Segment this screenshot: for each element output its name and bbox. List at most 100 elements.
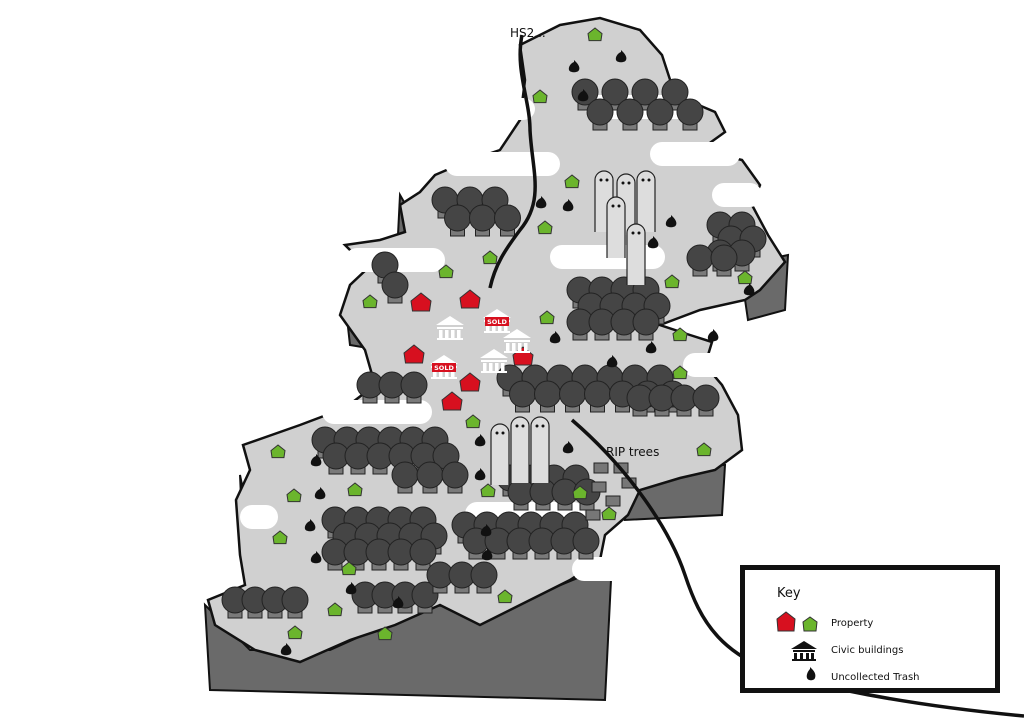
tree	[221, 586, 249, 619]
tree-canopy	[381, 271, 409, 299]
tree-canopy	[692, 384, 720, 412]
sold-sign-text: SOLD	[487, 318, 507, 326]
trash-bag	[481, 548, 493, 561]
tree	[448, 561, 476, 594]
civic-column	[451, 330, 455, 338]
civic-roof	[436, 316, 464, 340]
civic-column	[451, 369, 455, 377]
tree-canopy	[632, 308, 660, 336]
property-green	[480, 483, 496, 498]
tree	[566, 308, 594, 341]
civic-column	[457, 330, 461, 338]
redacted-label	[712, 183, 762, 207]
tree-canopy	[572, 527, 600, 555]
trash-bag	[310, 551, 322, 564]
tree	[601, 78, 629, 111]
tree	[444, 204, 471, 237]
civic-column	[518, 343, 522, 351]
ghost-eye	[599, 178, 603, 182]
ghost-eye	[495, 431, 499, 435]
trash-bag	[474, 434, 486, 447]
civic-column	[483, 363, 487, 371]
trash-bag	[304, 519, 316, 532]
civic-column	[512, 343, 516, 351]
ghost	[530, 416, 550, 483]
tree	[550, 527, 578, 560]
sold-sign	[432, 363, 456, 372]
tree	[261, 586, 289, 619]
ghost-body	[490, 423, 510, 485]
key-civic-label: Civic buildings	[831, 645, 904, 656]
sold-sign	[485, 317, 509, 326]
tree-canopy	[444, 204, 471, 232]
tree	[378, 371, 406, 404]
ghost-eye	[541, 424, 545, 428]
tree	[241, 586, 269, 619]
trash-bag	[474, 468, 486, 481]
tree	[387, 538, 415, 571]
civic-column	[498, 323, 502, 331]
civic-roof	[480, 349, 508, 373]
tree	[509, 380, 536, 413]
civic-column	[492, 323, 496, 331]
tree-stump	[593, 462, 609, 474]
tree	[692, 384, 720, 417]
tree	[610, 308, 638, 341]
hs2-label: HS2...	[510, 26, 546, 40]
ghost-eye	[641, 178, 645, 182]
tree	[409, 538, 437, 571]
civic-building	[503, 329, 531, 353]
tree-canopy	[409, 538, 437, 566]
civic-building-icon	[791, 641, 817, 661]
tree	[441, 461, 469, 494]
ghost	[490, 423, 510, 485]
property-red	[410, 292, 432, 312]
forest	[221, 78, 767, 619]
ghost-eye	[617, 204, 621, 208]
tree	[381, 271, 409, 304]
tree-canopy	[416, 461, 444, 489]
ghost	[636, 170, 656, 232]
trash-bag	[743, 283, 755, 296]
trash-bags	[280, 50, 755, 656]
property-green	[532, 89, 548, 104]
tree	[470, 561, 498, 594]
tree	[586, 98, 614, 131]
ghost	[510, 416, 530, 483]
tree-canopy	[494, 204, 521, 232]
tree-canopy	[601, 78, 629, 106]
ghost-eye	[647, 178, 651, 182]
trash-bag	[480, 524, 492, 537]
tree-canopy	[281, 586, 309, 614]
tree-canopy	[559, 380, 586, 408]
civic-building	[480, 349, 508, 373]
civic-roof	[503, 329, 531, 353]
property-green	[572, 485, 588, 500]
property-red	[403, 344, 425, 364]
property-green	[362, 294, 378, 309]
trash-bag	[562, 199, 574, 212]
trash-bag	[535, 196, 547, 209]
property-green	[587, 27, 603, 42]
tree	[411, 581, 439, 614]
tree	[344, 442, 372, 475]
trash-bag	[549, 331, 561, 344]
civic-column	[433, 369, 437, 377]
hs2-route-line	[488, 34, 537, 289]
key-trash-label: Uncollected Trash	[831, 672, 920, 683]
tree	[588, 308, 616, 341]
ghost-eye	[521, 424, 525, 428]
tree-canopy	[400, 371, 428, 399]
property-green	[287, 625, 303, 640]
ghost-body	[606, 196, 626, 258]
tree	[281, 586, 309, 619]
tree	[529, 478, 557, 511]
tree-canopy	[584, 380, 611, 408]
trash-bag	[310, 454, 322, 467]
rip-trees-line	[570, 418, 1024, 718]
trash-bag	[615, 50, 627, 63]
tree	[400, 371, 428, 404]
tree-canopy	[710, 244, 738, 272]
civic-column	[486, 323, 490, 331]
